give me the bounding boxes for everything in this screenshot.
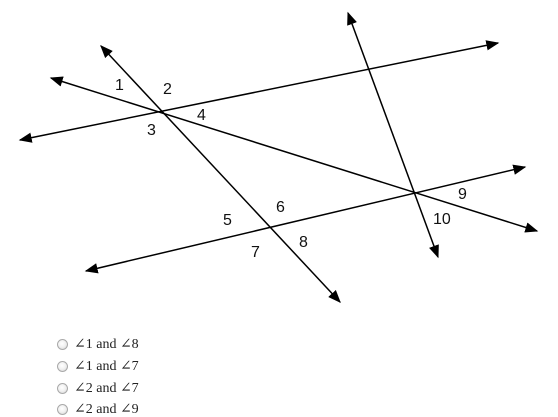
angle-label-10: 10 [433,211,451,228]
radio-button[interactable] [57,339,68,351]
angle-label-4: 4 [197,107,206,124]
angle-label-7: 7 [251,244,260,261]
answer-choice-label: ∠1 and ∠8 [74,337,139,353]
radio-button[interactable] [57,361,68,373]
angle-label-1: 1 [115,77,124,94]
angle-label-5: 5 [223,212,232,229]
line-steep-left [100,45,341,303]
line-diagonal-long [49,76,539,233]
answer-choice-label: ∠2 and ∠7 [74,380,139,396]
geometry-diagram: 1 2 3 4 5 6 7 8 9 10 [18,11,539,303]
answer-choice-label: ∠2 and ∠9 [74,402,139,417]
radio-button[interactable] [57,404,68,416]
line-lower-transversal [84,164,527,274]
answer-choice-4[interactable]: ∠2 and ∠9 [57,399,139,417]
answer-choice-label: ∠1 and ∠7 [74,359,139,375]
angle-label-8: 8 [299,234,308,251]
answer-choice-2[interactable]: ∠1 and ∠7 [57,356,139,378]
answer-choices: ∠1 and ∠8 ∠1 and ∠7 ∠2 and ∠7 ∠2 and ∠9 [57,334,139,417]
answer-choice-3[interactable]: ∠2 and ∠7 [57,377,139,399]
angle-label-3: 3 [147,122,156,139]
angle-label-6: 6 [276,199,285,216]
answer-choice-1[interactable]: ∠1 and ∠8 [57,334,139,356]
line-steep-right [347,11,439,259]
radio-button[interactable] [57,382,68,394]
angle-label-9: 9 [458,186,467,203]
angle-label-2: 2 [163,81,172,98]
